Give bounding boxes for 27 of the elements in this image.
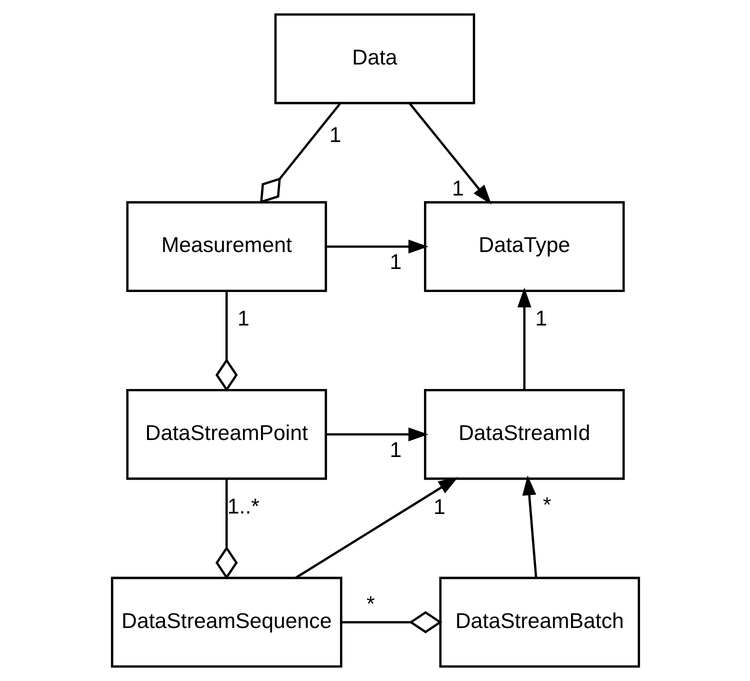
edge-label: 1 bbox=[433, 495, 445, 520]
edge-label: 1 bbox=[389, 438, 402, 462]
node-box: DataType bbox=[423, 201, 624, 292]
arrow bbox=[408, 102, 492, 204]
connector bbox=[260, 102, 341, 204]
edge-label: 1 bbox=[452, 176, 464, 200]
connector bbox=[341, 611, 442, 634]
edge-label: 1 bbox=[236, 306, 249, 331]
arrow bbox=[294, 476, 458, 579]
node-box: Data bbox=[274, 13, 475, 104]
node-box: Measurement bbox=[126, 201, 327, 292]
edge-label: 1..* bbox=[226, 494, 259, 519]
connector bbox=[214, 478, 238, 580]
node-box: DataStreamId bbox=[423, 388, 624, 480]
arrow bbox=[516, 288, 531, 390]
edge-label: * bbox=[542, 493, 551, 518]
node-box: DataStreamSequence bbox=[110, 576, 342, 668]
connector bbox=[214, 290, 238, 392]
arrow bbox=[326, 427, 428, 442]
node-box: DataStreamPoint bbox=[126, 388, 327, 480]
arrow bbox=[326, 240, 428, 254]
edge-label: 1 bbox=[534, 306, 547, 331]
edge-label: 1 bbox=[328, 123, 341, 148]
edge-label: 1 bbox=[389, 250, 402, 274]
edge-label: * bbox=[366, 592, 374, 616]
arrow bbox=[522, 475, 537, 578]
node-box: DataStreamBatch bbox=[438, 576, 640, 668]
